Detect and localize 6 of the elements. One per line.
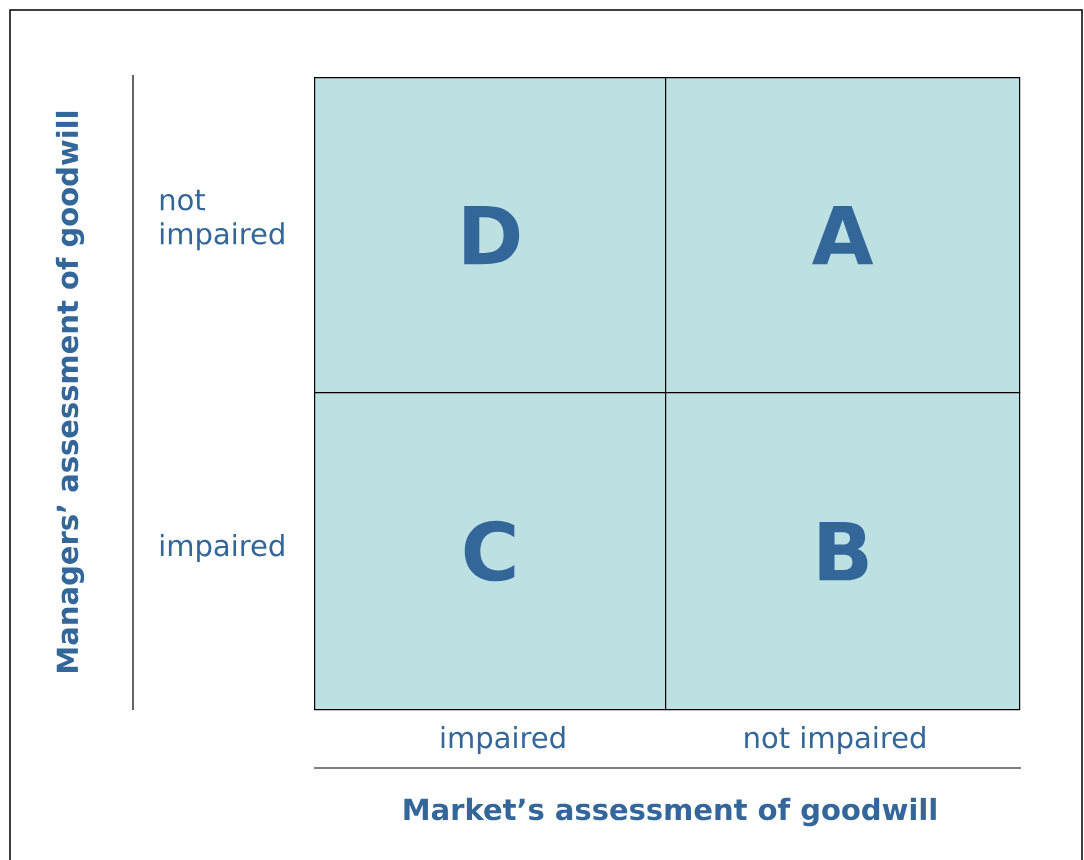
axis-title: Market’s assessment of goodwill [404, 797, 936, 827]
quadrant-box: B [665, 392, 1021, 711]
quadrant-box: D [314, 77, 667, 394]
quadrant-box: C [314, 392, 667, 711]
axis-title: Managers’ assessment of goodwill [55, 111, 85, 672]
quadrant-box: A [665, 77, 1021, 394]
